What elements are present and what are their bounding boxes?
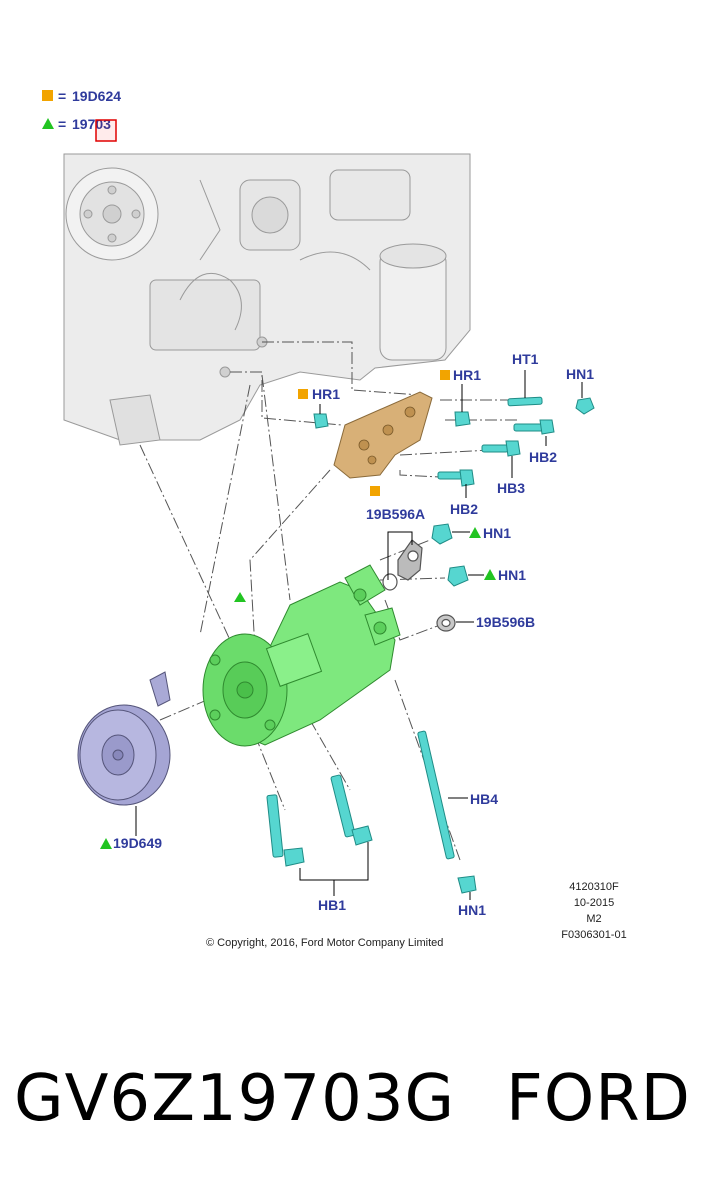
callout-hb3: HB3 (497, 480, 525, 496)
callout-hb1: HB1 (318, 897, 346, 913)
hn1-a-triangle-icon (469, 527, 481, 538)
manifold-gasket (333, 391, 433, 479)
callout-19b596a: 19B596A (366, 506, 425, 522)
brand-name: FORD (506, 1062, 691, 1136)
callout-hn1-bottom: HN1 (458, 902, 486, 918)
hn1-b-triangle-icon (484, 569, 496, 580)
hr1-right-square-icon (440, 370, 450, 380)
info-line-4: F0306301-01 (561, 929, 626, 941)
info-line-1: 4120310F (569, 881, 619, 893)
callout-hn1-top: HN1 (566, 366, 594, 382)
callout-ht1: HT1 (512, 351, 539, 367)
callout-hb2-right: HB2 (529, 449, 557, 465)
callout-hb2-bottom: HB2 (450, 501, 478, 517)
callout-19d649: 19D649 (113, 835, 162, 851)
callout-19b596b: 19B596B (476, 614, 535, 630)
leader-lines (135, 370, 583, 900)
callout-hr1-right: HR1 (453, 367, 481, 383)
legend-triangle-icon (42, 118, 54, 129)
bolt-group (266, 396, 595, 894)
pulley-triangle-marker (100, 838, 112, 849)
copyright-text: © Copyright, 2016, Ford Motor Company Li… (206, 937, 443, 949)
callout-hn1-b: HN1 (498, 567, 526, 583)
legend-square-label: 19D624 (72, 88, 121, 104)
compressor-triangle-marker (234, 592, 246, 602)
svg-text:=: = (58, 116, 66, 132)
hr1-left-square-icon (298, 389, 308, 399)
callout-hr1-left: HR1 (312, 386, 340, 402)
gasket-square-icon (370, 486, 380, 496)
engine-block (63, 153, 471, 446)
clutch-pulley (77, 671, 171, 806)
svg-text:=: = (58, 88, 66, 104)
info-line-2: 10-2015 (574, 897, 614, 909)
ac-compressor (202, 564, 401, 747)
part-number: GV6Z19703G (14, 1062, 456, 1136)
callout-hn1-a: HN1 (483, 525, 511, 541)
legend-square-icon (42, 90, 53, 101)
info-line-3: M2 (586, 913, 601, 925)
seal-group (382, 539, 456, 632)
highlight-marker (95, 119, 117, 142)
callout-hb4: HB4 (470, 791, 498, 807)
